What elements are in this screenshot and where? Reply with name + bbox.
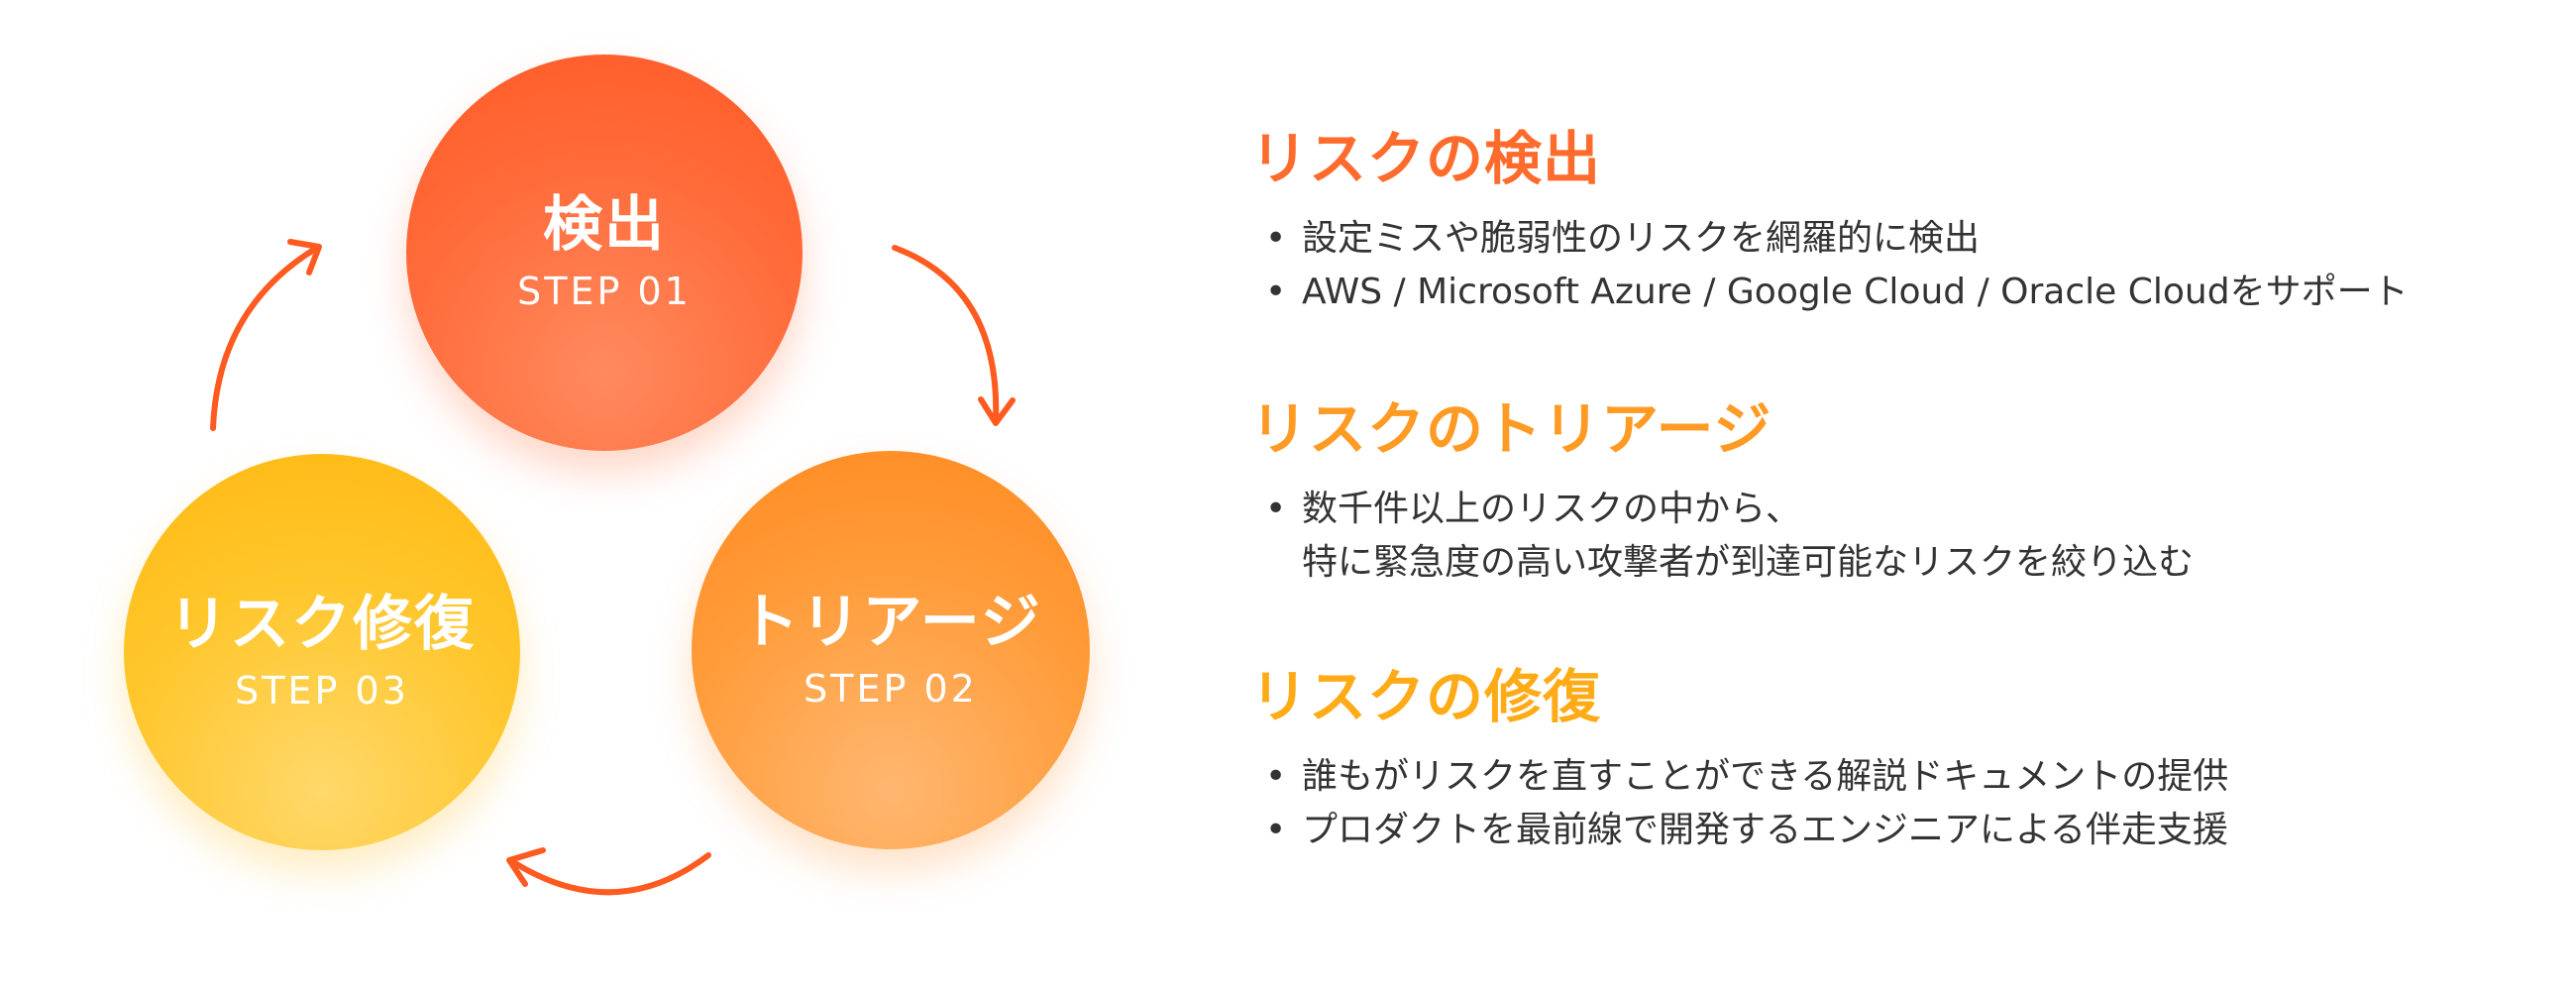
arrow-step1-to-step2-head	[978, 396, 1016, 426]
bullet-dot: •	[1265, 756, 1287, 797]
arrow-step2-to-step3-head	[506, 847, 546, 887]
arrow-step3-to-step1	[210, 245, 320, 431]
description-panel: リスクの検出 •設定ミスや脆弱性のリスクを網羅的に検出 •AWS / Micro…	[1250, 0, 2538, 991]
bullet-item: •プロダクトを最前線で開発するエンジニアによる伴走支援	[1250, 804, 2228, 857]
step-number: STEP 03	[235, 669, 409, 713]
arrow-step2-to-step3	[507, 852, 711, 896]
bullet-dot: •	[1265, 272, 1287, 312]
step-circle-detect: 検出 STEP 01	[406, 55, 803, 451]
arrow-step3-to-step1-head	[287, 239, 322, 275]
step-number: STEP 02	[804, 667, 978, 711]
bullet-item: •設定ミスや脆弱性のリスクを網羅的に検出	[1250, 212, 2409, 266]
step-title: トリアージ	[739, 588, 1042, 657]
arrow-step1-to-step2	[892, 245, 1000, 424]
step-number: STEP 01	[517, 270, 692, 313]
section-triage: リスクのトリアージ •数千件以上のリスクの中から、特に緊急度の高い攻撃者が到達可…	[1250, 389, 2194, 590]
section-detect: リスクの検出 •設定ミスや脆弱性のリスクを網羅的に検出 •AWS / Micro…	[1250, 119, 2409, 319]
section-title: リスクの修復	[1250, 663, 1602, 730]
bullet-list: •誰もがリスクを直すことができる解説ドキュメントの提供 •プロダクトを最前線で開…	[1250, 750, 2228, 857]
cycle-arrows	[210, 239, 1016, 896]
step-circle-remediate: リスク修復 STEP 03	[124, 454, 520, 850]
bullet-item: •数千件以上のリスクの中から、特に緊急度の高い攻撃者が到達可能なリスクを絞り込む	[1250, 483, 2194, 590]
section-title: リスクの検出	[1250, 125, 1602, 192]
process-cycle-diagram: 検出 STEP 01 トリアージ STEP 02 リスク修復 STEP 03	[0, 0, 1189, 991]
bullet-list: •設定ミスや脆弱性のリスクを網羅的に検出 •AWS / Microsoft Az…	[1250, 212, 2409, 319]
step-circle-triage: トリアージ STEP 02	[692, 451, 1090, 849]
step-title: リスク修復	[168, 590, 476, 659]
bullet-dot: •	[1265, 810, 1287, 850]
section-title: リスクのトリアージ	[1250, 395, 1772, 463]
section-remediate: リスクの修復 •誰もがリスクを直すことができる解説ドキュメントの提供 •プロダク…	[1250, 657, 2228, 857]
bullet-list: •数千件以上のリスクの中から、特に緊急度の高い攻撃者が到達可能なリスクを絞り込む	[1250, 483, 2194, 590]
bullet-dot: •	[1265, 218, 1287, 259]
step-title: 検出	[543, 190, 666, 260]
bullet-item: •AWS / Microsoft Azure / Google Cloud / …	[1250, 266, 2409, 319]
bullet-dot: •	[1265, 489, 1287, 529]
bullet-item: •誰もがリスクを直すことができる解説ドキュメントの提供	[1250, 750, 2228, 804]
